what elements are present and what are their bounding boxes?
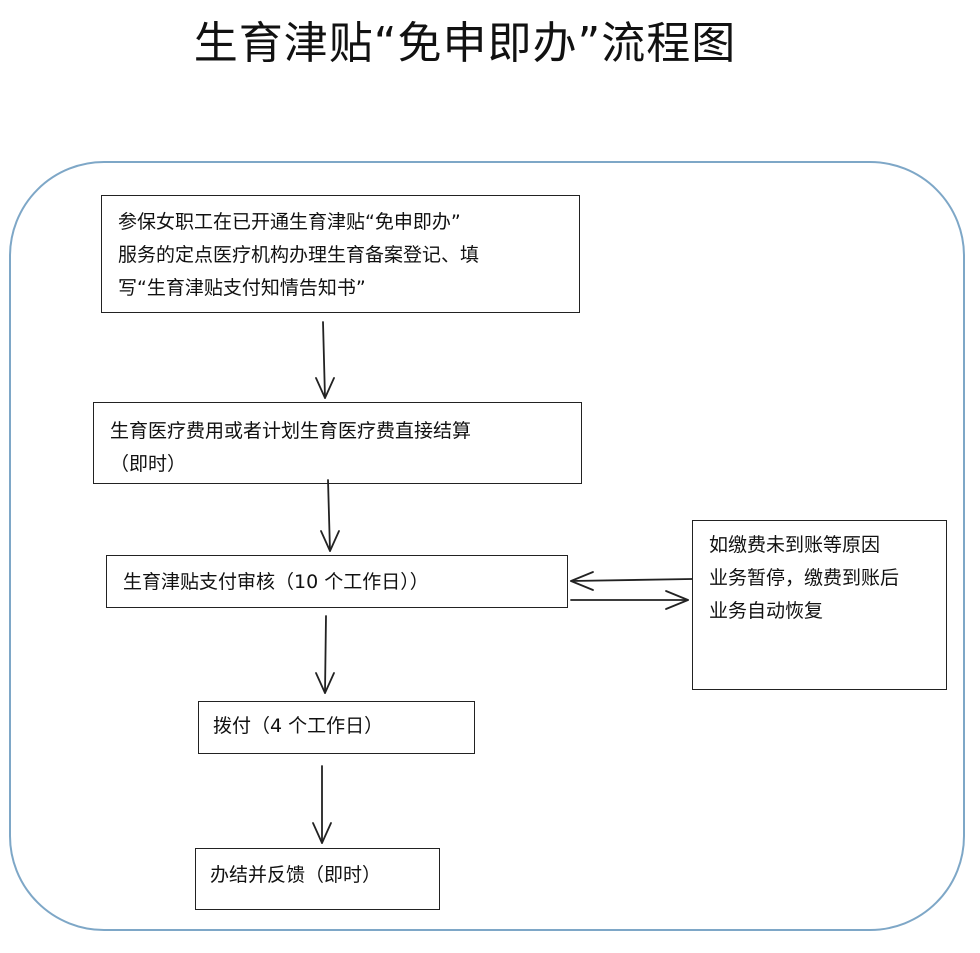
page-title: 生育津贴“免申即办”流程图 [193,18,737,69]
arrow-step2-to-step3 [320,479,340,552]
side-note-text: 如缴费未到账等原因 [709,534,881,556]
flow-step-completion: 办结并反馈（即时） [195,848,440,910]
side-note-text: 业务暂停，缴费到账后 [709,567,900,589]
flow-step-review: 生育津贴支付审核（10 个工作日）） [106,555,568,608]
arrow-step3-to-step4 [315,615,335,694]
arrow-note-to-review [570,571,693,591]
flow-step-text: 参保女职工在已开通生育津贴“免申即办” [118,211,461,233]
flow-step-text: 服务的定点医疗机构办理生育备案登记、填 [118,244,480,266]
flow-step-text: 生育医疗费用或者计划生育医疗费直接结算 [110,420,472,442]
flow-step-text: 办结并反馈（即时） [210,864,382,886]
flow-step-filing: 参保女职工在已开通生育津贴“免申即办” 服务的定点医疗机构办理生育备案登记、填 … [101,195,580,313]
flow-step-text: 写“生育津贴支付知情告知书” [118,277,366,299]
arrow-step4-to-step5 [312,765,332,844]
flow-step-payment: 拨付（4 个工作日） [198,701,475,754]
arrow-step1-to-step2 [315,321,335,399]
flow-step-settlement: 生育医疗费用或者计划生育医疗费直接结算 （即时） [93,402,582,484]
side-note-text: 业务自动恢复 [709,600,824,622]
flow-step-text: （即时） [110,453,187,475]
flow-step-text: 生育津贴支付审核（10 个工作日）） [123,571,429,593]
flow-step-text: 拨付（4 个工作日） [213,715,384,737]
side-note-suspension: 如缴费未到账等原因 业务暂停，缴费到账后 业务自动恢复 [692,520,947,690]
flowchart-frame [9,161,965,931]
arrow-review-to-note [570,590,689,610]
